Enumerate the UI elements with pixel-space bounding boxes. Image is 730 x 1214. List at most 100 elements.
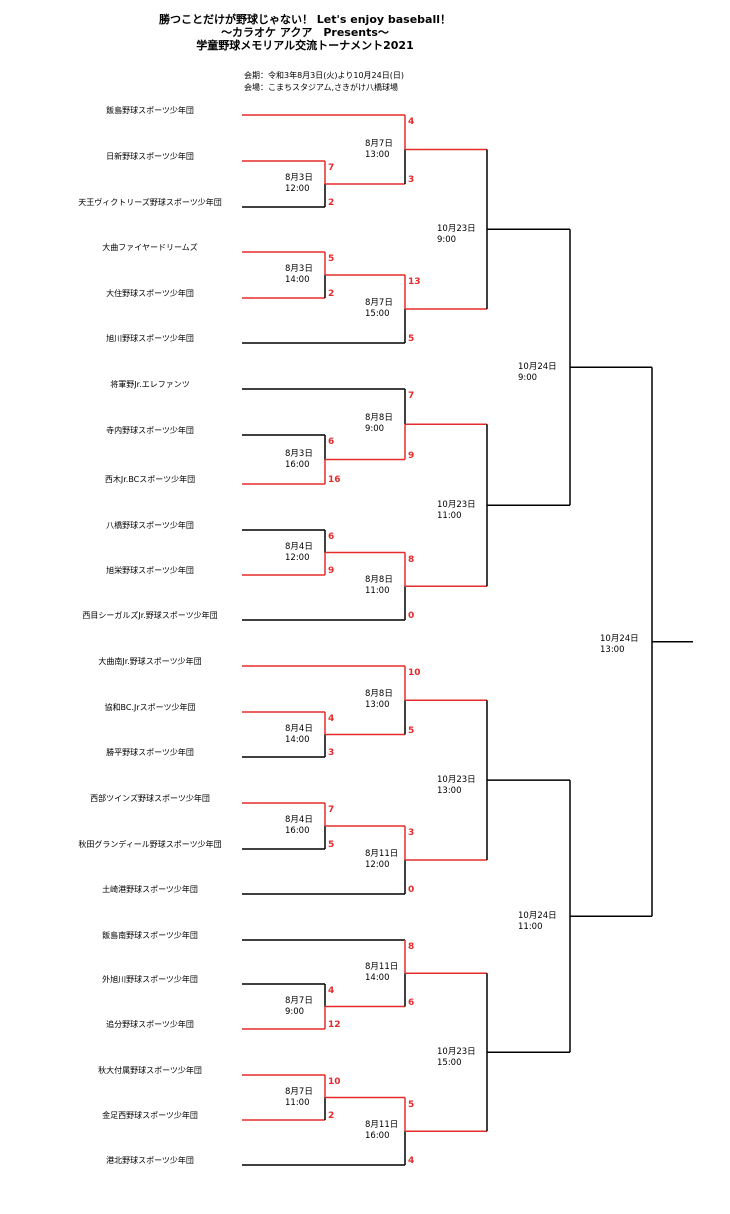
game-score: 10 (408, 668, 421, 678)
game-date: 8月3日 (285, 173, 313, 183)
team-name: 港北野球スポーツ少年団 (106, 1156, 194, 1165)
game-date: 8月3日 (285, 264, 313, 274)
team-name: 西部ツインズ野球スポーツ少年団 (90, 794, 210, 803)
game-score: 3 (408, 175, 415, 185)
game-date: 10月23日 (437, 775, 476, 786)
game-time: 9:00 (437, 235, 457, 246)
game-time: 12:00 (285, 552, 310, 563)
game-score: 7 (328, 805, 335, 815)
game-date: 8月4日 (285, 723, 313, 734)
team-name: 天王ヴィクトリーズ野球スポーツ少年団 (78, 198, 222, 207)
team-name: 土崎港野球スポーツ少年団 (102, 885, 198, 894)
game-date: 10月24日 (518, 362, 557, 373)
game-score: 5 (408, 725, 415, 736)
page-title: 勝つことだけが野球じゃない！ Let's enjoy baseball！ (158, 13, 452, 26)
game-date: 8月7日 (365, 298, 393, 308)
game-score: 6 (328, 532, 335, 542)
game-time: 13:00 (600, 644, 625, 655)
game-time: 15:00 (437, 1058, 462, 1069)
game-score: 4 (408, 1156, 415, 1166)
game-date: 10月24日 (600, 633, 639, 644)
game-date: 8月11日 (365, 1120, 399, 1131)
team-name: 追分野球スポーツ少年団 (106, 1020, 194, 1029)
game-score: 6 (328, 437, 335, 447)
team-name: 大曲ファイヤードリームズ (102, 243, 198, 252)
game-time: 9:00 (518, 373, 538, 384)
game-score: 5 (328, 840, 335, 850)
period-info: 会期：令和3年8月3日(火)より10月24日(日) (244, 71, 404, 80)
game-score: 7 (408, 391, 415, 401)
game-date: 8月8日 (365, 575, 393, 586)
game-time: 12:00 (365, 860, 390, 870)
game-time: 14:00 (365, 973, 390, 984)
team-name: 飯島野球スポーツ少年団 (106, 106, 194, 115)
page-subtitle: ～カラオケ アクア Presents～ (221, 26, 389, 39)
game-date: 8月8日 (365, 689, 393, 700)
game-date: 10月23日 (437, 1047, 476, 1058)
game-score: 3 (328, 748, 335, 758)
team-name: 寺内野球スポーツ少年団 (106, 426, 194, 435)
game-time: 16:00 (285, 459, 310, 470)
game-score: 3 (408, 828, 415, 838)
team-name: 大曲南Jr.野球スポーツ少年団 (98, 657, 202, 666)
team-name: 旭栄野球スポーツ少年団 (106, 566, 194, 575)
game-date: 8月8日 (365, 413, 393, 424)
game-time: 9:00 (365, 424, 385, 435)
game-score: 9 (408, 450, 415, 461)
game-time: 11:00 (437, 511, 462, 522)
game-time: 13:00 (437, 786, 462, 797)
team-name: 金足西野球スポーツ少年団 (102, 1111, 198, 1120)
game-time: 16:00 (285, 826, 310, 836)
team-name: 飯島南野球スポーツ少年団 (102, 931, 198, 940)
game-time: 15:00 (365, 309, 390, 319)
game-date: 8月7日 (365, 138, 393, 149)
game-score: 8 (408, 554, 415, 565)
game-date: 8月4日 (285, 541, 313, 552)
game-score: 2 (328, 198, 335, 208)
game-score: 5 (408, 334, 415, 344)
game-score: 16 (328, 475, 341, 485)
game-date: 10月23日 (437, 224, 476, 235)
tournament-name: 学童野球メモリアル交流トーナメント2021 (196, 39, 414, 52)
game-score: 12 (328, 1020, 341, 1030)
game-date: 8月11日 (365, 849, 399, 859)
game-time: 11:00 (365, 586, 390, 597)
game-time: 13:00 (365, 149, 390, 160)
game-date: 8月7日 (285, 1086, 313, 1097)
team-name: 将軍野Jr.エレファンツ (110, 380, 190, 389)
game-date: 8月7日 (285, 995, 313, 1006)
game-score: 4 (408, 117, 415, 127)
game-score: 7 (328, 163, 335, 173)
team-name: 勝平野球スポーツ少年団 (106, 748, 194, 757)
game-time: 9:00 (285, 1006, 305, 1017)
team-name: 協和BC.Jrスポーツ少年団 (104, 703, 196, 712)
team-name: 大住野球スポーツ少年団 (106, 289, 194, 298)
game-date: 8月3日 (285, 448, 313, 459)
game-score: 10 (328, 1077, 341, 1087)
game-score: 13 (408, 277, 421, 287)
team-name: 日新野球スポーツ少年団 (106, 152, 194, 161)
team-name: 旭川野球スポーツ少年団 (106, 334, 194, 343)
game-time: 13:00 (365, 700, 390, 711)
venue-info: 会場：こまちスタジアム,さきがけ八橋球場 (244, 83, 398, 92)
team-name: 秋大付属野球スポーツ少年団 (98, 1066, 202, 1075)
game-score: 5 (328, 254, 335, 264)
game-time: 14:00 (285, 734, 310, 745)
team-name: 外旭川野球スポーツ少年団 (102, 975, 198, 984)
game-time: 11:00 (285, 1097, 310, 1108)
team-name: 西目シーガルズJr.野球スポーツ少年団 (82, 611, 218, 620)
game-score: 6 (408, 997, 415, 1008)
game-date: 8月4日 (285, 815, 313, 825)
game-score: 9 (328, 566, 335, 576)
game-score: 4 (328, 714, 335, 724)
team-name: 西木Jr.BCスポーツ少年団 (104, 475, 196, 484)
game-score: 0 (408, 611, 415, 621)
game-date: 10月24日 (518, 911, 557, 922)
game-time: 12:00 (285, 184, 310, 194)
team-name: 八橋野球スポーツ少年団 (106, 521, 194, 530)
team-name: 秋田グランディール野球スポーツ少年団 (78, 840, 222, 849)
game-score: 2 (328, 1111, 335, 1121)
game-date: 10月23日 (437, 500, 476, 511)
game-date: 8月11日 (365, 962, 399, 973)
